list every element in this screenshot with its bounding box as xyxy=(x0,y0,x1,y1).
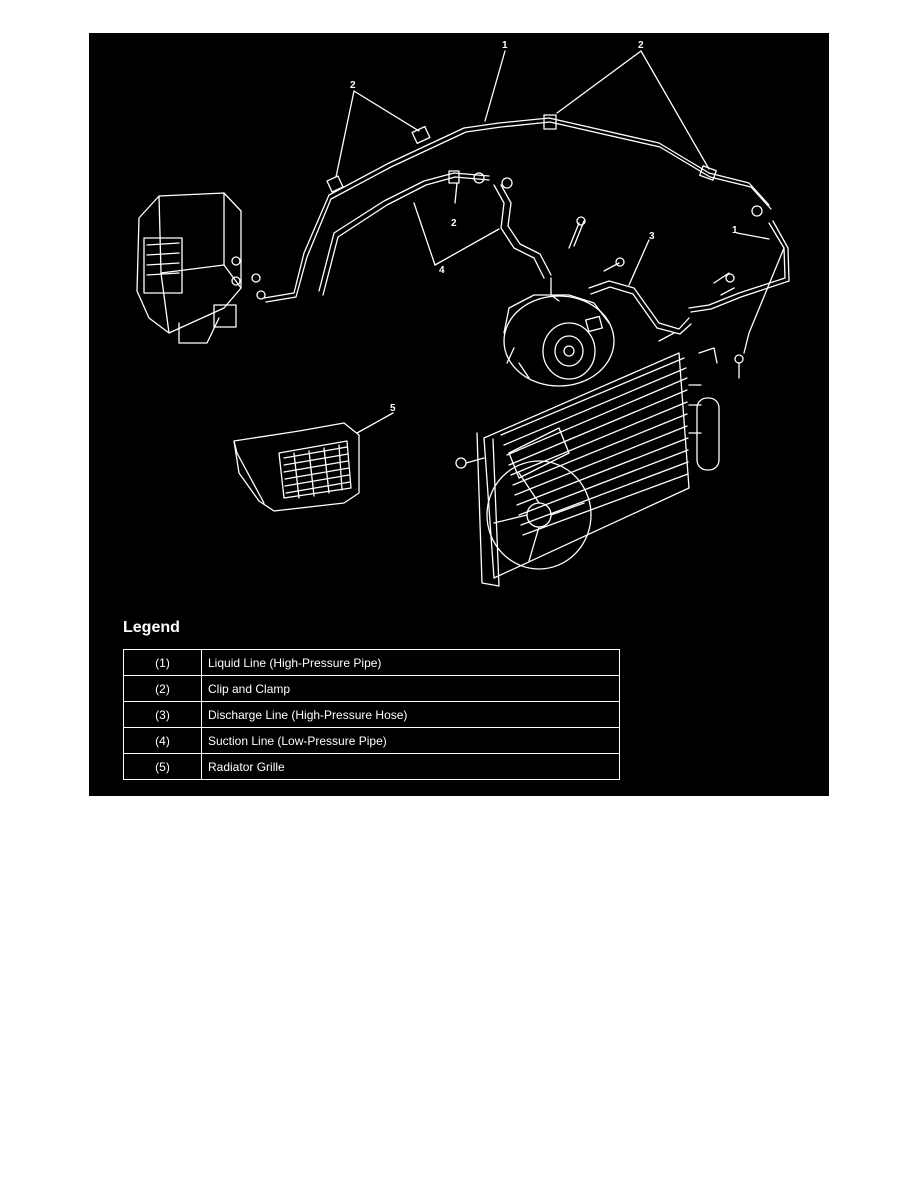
legend-description: Radiator Grille xyxy=(201,753,620,780)
callout-5: 5 xyxy=(390,403,396,414)
suction-line xyxy=(318,172,560,302)
condenser-and-fan xyxy=(455,347,720,587)
evaporator-module xyxy=(136,192,242,344)
legend-description: Suction Line (Low-Pressure Pipe) xyxy=(201,727,620,754)
figure-panel: 1 2 2 2 3 1 4 5 Legend (1) Liquid Line (… xyxy=(89,33,829,796)
callout-1-top: 1 xyxy=(502,40,508,51)
legend-description: Clip and Clamp xyxy=(201,675,620,702)
legend-number: (5) xyxy=(123,753,202,780)
clips-and-bolts xyxy=(251,114,763,379)
callout-2-mid: 2 xyxy=(451,218,457,229)
discharge-line xyxy=(588,280,692,335)
legend-number: (1) xyxy=(123,649,202,676)
liquid-line xyxy=(263,117,790,354)
radiator-grille xyxy=(233,422,360,512)
leader-lines xyxy=(335,50,770,434)
legend-row: (1) Liquid Line (High-Pressure Pipe) xyxy=(123,649,620,676)
legend-row: (4) Suction Line (Low-Pressure Pipe) xyxy=(123,727,620,754)
callout-3: 3 xyxy=(649,231,655,242)
legend-number: (2) xyxy=(123,675,202,702)
ac-system-diagram: 1 2 2 2 3 1 4 5 xyxy=(136,40,790,587)
compressor xyxy=(503,294,615,387)
callout-2-left: 2 xyxy=(350,80,356,91)
legend-row: (5) Radiator Grille xyxy=(123,753,620,780)
legend-number: (3) xyxy=(123,701,202,728)
callout-4: 4 xyxy=(439,265,445,276)
legend-number: (4) xyxy=(123,727,202,754)
legend-table: (1) Liquid Line (High-Pressure Pipe) (2)… xyxy=(123,649,620,780)
legend-title: Legend xyxy=(123,619,180,636)
legend-row: (3) Discharge Line (High-Pressure Hose) xyxy=(123,701,620,728)
legend-description: Liquid Line (High-Pressure Pipe) xyxy=(201,649,620,676)
callout-1-right: 1 xyxy=(732,225,738,236)
callout-2-top: 2 xyxy=(638,40,644,51)
legend-description: Discharge Line (High-Pressure Hose) xyxy=(201,701,620,728)
legend-row: (2) Clip and Clamp xyxy=(123,675,620,702)
